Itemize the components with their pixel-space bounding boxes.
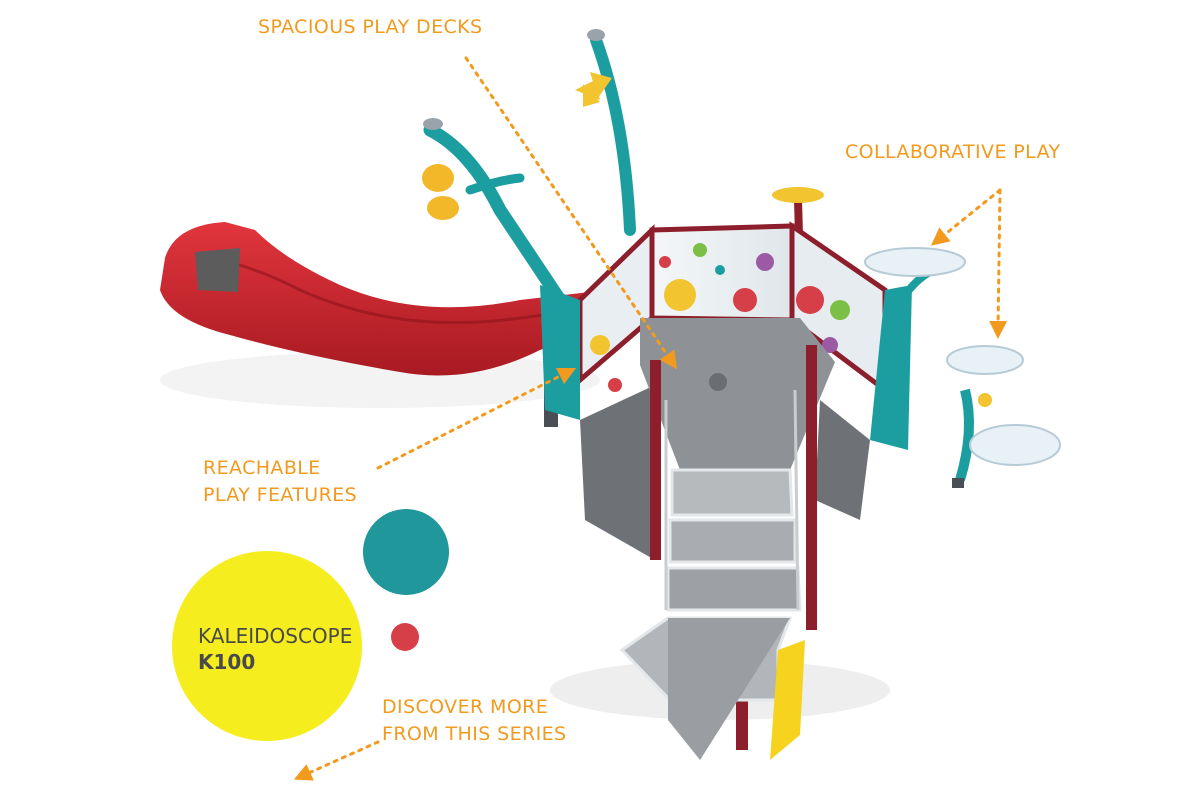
decorative-red-dot [391,623,419,651]
callout-label: SPACIOUS PLAY DECKS [258,16,483,38]
callout-collaborative-play: COLLABORATIVE PLAY [845,139,1061,166]
discover-more-link[interactable]: DISCOVER MORE FROM THIS SERIES [382,694,566,748]
left-pole-feature [422,118,567,307]
callout-label: COLLABORATIVE PLAY [845,141,1061,163]
link-label-line1: DISCOVER MORE [382,696,549,718]
stairs [619,389,805,760]
arrow-down-icon [464,56,678,370]
play-deck [640,318,835,470]
deck-hatch [709,373,727,391]
callout-reachable-features: REACHABLE PLAY FEATURES [203,455,357,509]
series-name: KALEIDOSCOPE [198,624,353,648]
callout-label-line1: REACHABLE [203,457,321,479]
spinner-disc-feature [864,247,1061,488]
callout-arrows [293,56,1008,781]
tall-pole-feature [575,29,636,236]
callout-spacious-decks: SPACIOUS PLAY DECKS [258,14,482,41]
red-slide [160,222,595,427]
link-label-line2: FROM THIS SERIES [382,723,567,745]
arrow-down-icon [293,740,380,781]
arrow-down-icon [989,188,1008,339]
decorative-teal-dot [363,509,449,595]
series-title: KALEIDOSCOPE K100 [198,623,352,675]
arrow-down-icon [376,367,577,470]
callout-label-line2: PLAY FEATURES [203,484,358,506]
series-model: K100 [198,650,256,674]
mesh-barriers [580,385,870,560]
arrow-down-icon [930,188,1002,246]
series-badge[interactable] [172,551,362,741]
kaleidoscope-panels [540,221,912,450]
